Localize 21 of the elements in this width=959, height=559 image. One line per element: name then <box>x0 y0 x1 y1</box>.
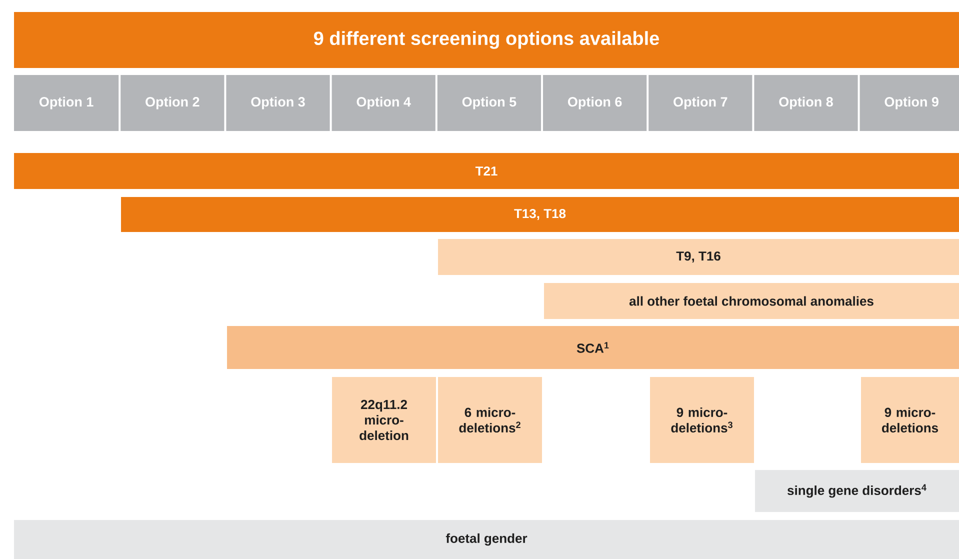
coverage-bar: single gene disorders$^{4}$ <box>755 470 959 512</box>
coverage-bar: SCA$^{1}$ <box>227 326 959 369</box>
option-header-cell: Option 6 <box>543 75 647 131</box>
title-banner: 9 different screening options available <box>14 12 959 68</box>
option-header-cell: Option 5 <box>437 75 541 131</box>
option-header-cell: Option 2 <box>120 75 224 131</box>
option-header-cell: Option 3 <box>226 75 330 131</box>
option-header-cell: Option 4 <box>332 75 436 131</box>
coverage-bar: T13, T18 <box>121 197 959 232</box>
coverage-box: 6 micro- deletions$^{2}$ <box>438 377 542 463</box>
option-header-cell: Option 9 <box>860 75 959 131</box>
option-header-cell: Option 1 <box>14 75 119 131</box>
coverage-box: 22q11.2 micro- deletion <box>332 377 436 463</box>
option-header-cell: Option 7 <box>648 75 752 131</box>
coverage-bar: all other foetal chromosomal anomalies <box>544 283 959 319</box>
coverage-bar: T9, T16 <box>438 239 959 275</box>
coverage-bar: foetal gender <box>14 520 959 559</box>
coverage-bar: T21 <box>14 153 959 189</box>
coverage-box: 9 micro- deletions <box>861 377 959 463</box>
coverage-box: 9 micro- deletions$^{3}$ <box>650 377 754 463</box>
option-header-cell: Option 8 <box>754 75 858 131</box>
